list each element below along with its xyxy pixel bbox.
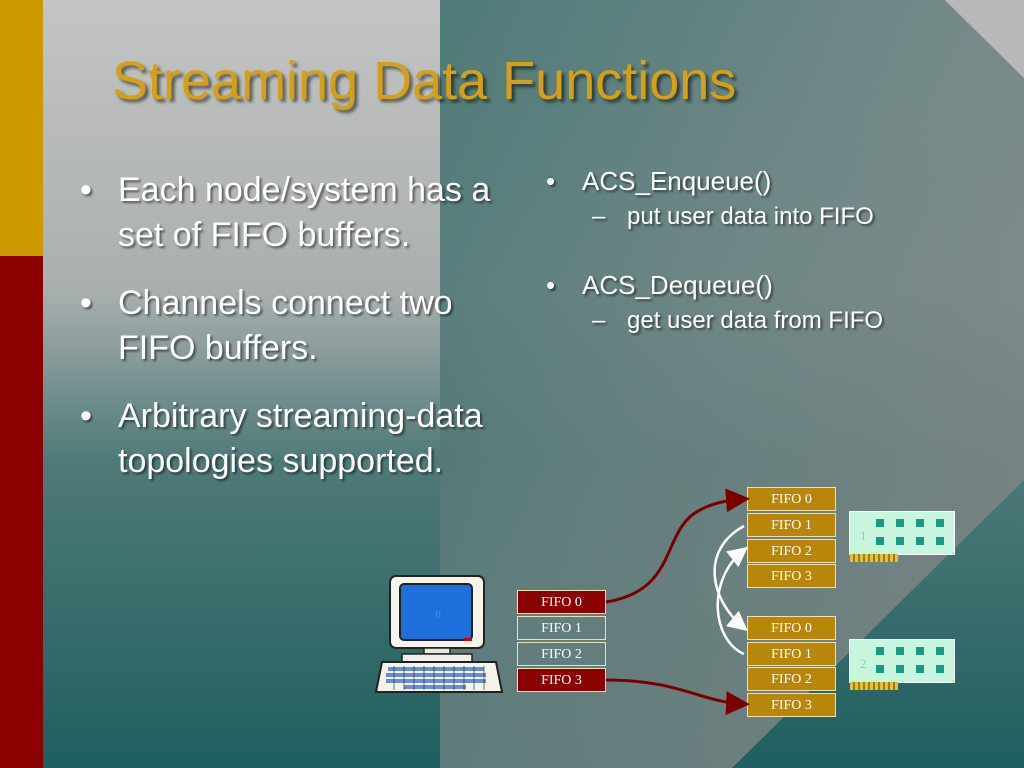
bullet-glyph: • [80, 397, 92, 435]
board-label: 1 [860, 528, 867, 543]
node-board-2: 2 [849, 639, 955, 690]
chip-icon [896, 537, 904, 545]
node-board-1: 1 [849, 511, 955, 562]
chip-icon [876, 647, 884, 655]
node2-fifo-0: FIFO 0 [747, 616, 836, 640]
enqueue-sub-text: put user data into FIFO [627, 203, 874, 230]
left-bullet-text: Channels connect two FIFO buffers. [118, 284, 453, 367]
dequeue-label: ACS_Dequeue() [582, 270, 773, 300]
board-pins [850, 554, 898, 562]
left-bullet-item: • Each node/system has a set of FIFO buff… [74, 168, 514, 258]
computer-fifo-0: FIFO 0 [517, 590, 606, 614]
chip-icon [916, 537, 924, 545]
node2-fifo-3: FIFO 3 [747, 693, 836, 717]
node1-fifo-1: FIFO 1 [747, 513, 836, 537]
dequeue-description: –get user data from FIFO [544, 304, 1004, 338]
chip-icon [916, 519, 924, 527]
bullet-glyph: • [546, 166, 556, 196]
node1-fifo-3: FIFO 3 [747, 564, 836, 588]
chip-icon [896, 665, 904, 673]
chip-icon [936, 665, 944, 673]
enqueue-label: ACS_Enqueue() [582, 166, 772, 196]
enqueue-item: • ACS_Enqueue() [544, 162, 1004, 200]
dequeue-sub-text: get user data from FIFO [627, 307, 884, 334]
left-bullet-list: • Each node/system has a set of FIFO buff… [74, 168, 514, 507]
bullet-glyph: • [80, 171, 92, 209]
chip-icon [936, 519, 944, 527]
node2-fifo-2: FIFO 2 [747, 667, 836, 691]
computer-fifo-2: FIFO 2 [517, 642, 606, 666]
chip-icon [876, 519, 884, 527]
left-bullet-item: • Channels connect two FIFO buffers. [74, 281, 514, 371]
chip-icon [916, 665, 924, 673]
chip-icon [936, 647, 944, 655]
bullet-glyph: • [80, 284, 92, 322]
board-label: 2 [860, 656, 867, 671]
board-pins [850, 682, 898, 690]
computer-icon: 0 [374, 575, 504, 693]
left-bullet-item: • Arbitrary streaming-data topologies sup… [74, 394, 514, 484]
chip-icon [936, 537, 944, 545]
computer-screen-label: 0 [435, 609, 441, 621]
dequeue-item: • ACS_Dequeue() [544, 266, 1004, 304]
left-bullet-text: Each node/system has a set of FIFO buffe… [118, 171, 491, 254]
node2-fifo-1: FIFO 1 [747, 642, 836, 666]
accent-stripe-red [0, 256, 43, 768]
enqueue-description: –put user data into FIFO [544, 200, 1004, 234]
chip-icon [916, 647, 924, 655]
dash-glyph: – [592, 307, 606, 334]
chip-icon [896, 519, 904, 527]
node1-fifo-0: FIFO 0 [747, 487, 836, 511]
bullet-glyph: • [546, 270, 556, 300]
right-bullet-list: •ACS_Enqueue() –put user data into FIFO … [544, 162, 1004, 370]
slide-title: Streaming Data Functions [112, 51, 737, 111]
chip-icon [876, 665, 884, 673]
dash-glyph: – [592, 203, 606, 230]
accent-stripe-gold [0, 0, 43, 256]
left-bullet-text: Arbitrary streaming-data topologies supp… [118, 397, 483, 480]
computer-fifo-3: FIFO 3 [517, 668, 606, 692]
node1-fifo-2: FIFO 2 [747, 539, 836, 563]
chip-icon [876, 537, 884, 545]
chip-icon [896, 647, 904, 655]
computer-fifo-1: FIFO 1 [517, 616, 606, 640]
